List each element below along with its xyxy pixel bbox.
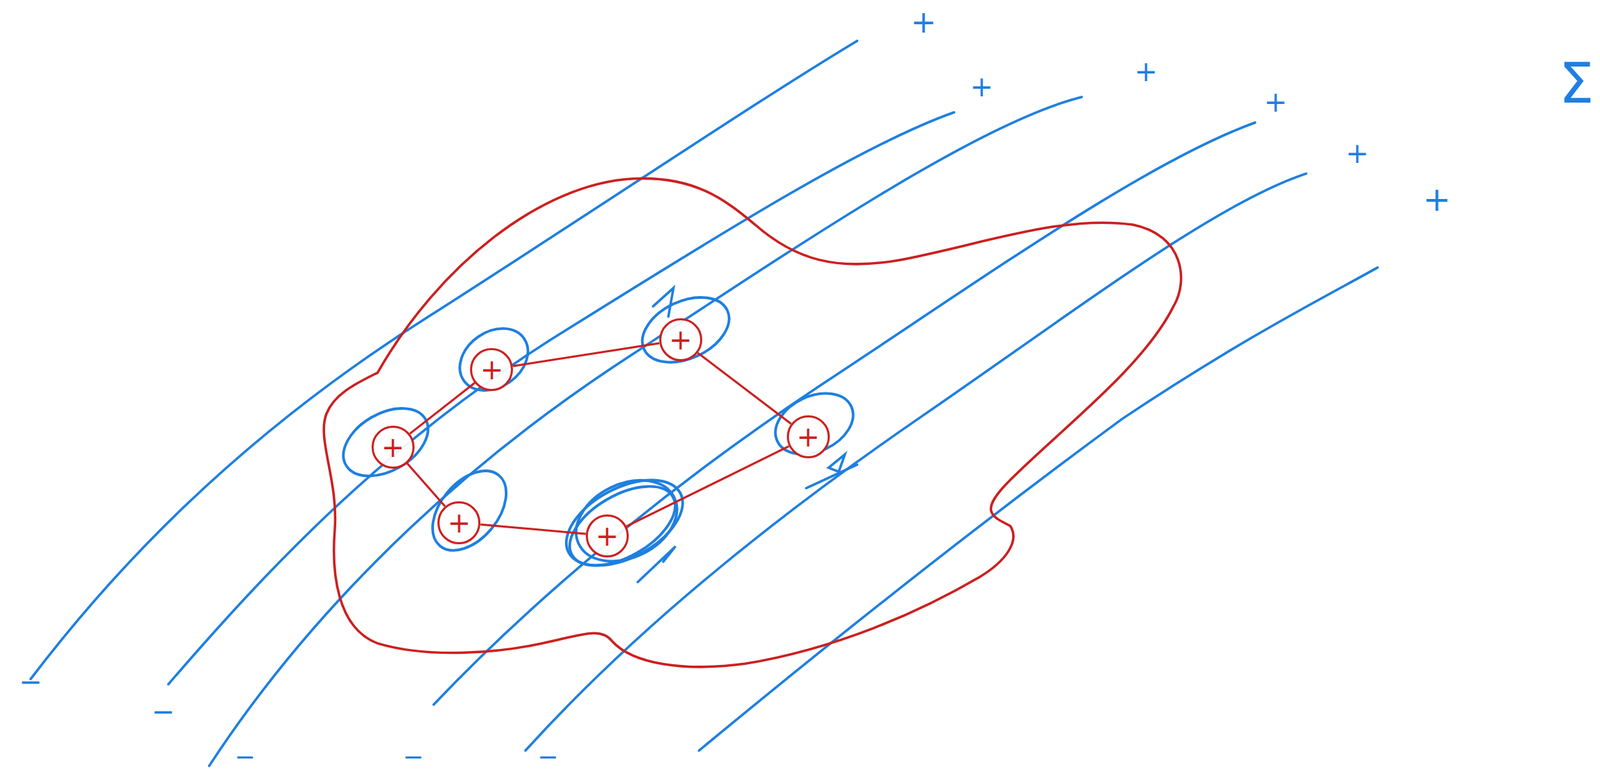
field-line: [168, 112, 954, 685]
charge-circle: +: [470, 348, 513, 391]
charge-circle: +: [585, 514, 629, 558]
scribble-mark: [637, 546, 676, 583]
red-connector: [697, 352, 791, 424]
charge-circle: +: [659, 318, 703, 362]
charge-label: +: [1419, 182, 1454, 216]
connector-line: [480, 524, 586, 534]
scribble-mark: [653, 287, 674, 317]
charge-label: +: [967, 72, 997, 101]
scribble-mark: [828, 454, 846, 472]
connector-line: [512, 343, 660, 367]
field-loop: [447, 315, 540, 403]
field-line: [209, 97, 1083, 767]
charge-sign: +: [668, 325, 693, 354]
charge-label: +: [1342, 139, 1372, 168]
charge-sign: +: [381, 433, 405, 462]
field-line: [698, 267, 1378, 751]
charge-label: +: [1261, 88, 1291, 116]
field-loop: [562, 464, 691, 577]
charge-circle: +: [371, 425, 415, 469]
charge-sign: +: [447, 508, 472, 537]
charge-label: +: [1131, 57, 1161, 86]
charge-sign: +: [480, 355, 504, 384]
connector-line: [626, 446, 789, 527]
charge-circle: +: [786, 415, 830, 459]
charge-label: −: [534, 744, 561, 770]
charge-label: −: [231, 744, 258, 770]
field-loop: [765, 381, 863, 466]
red-connector: [480, 524, 586, 534]
field-loop: [418, 456, 521, 565]
charge-circle: +: [437, 501, 481, 545]
field-loop: [331, 394, 440, 491]
charge-label: −: [15, 667, 46, 696]
red-connector: [512, 343, 660, 367]
field-line: [525, 173, 1307, 751]
charge-sign: +: [595, 522, 620, 550]
connector-line: [409, 382, 475, 434]
charge-label: −: [149, 697, 179, 726]
red-connector: [406, 463, 446, 507]
charge-label: +: [908, 6, 940, 38]
sum-symbol: Σ: [1556, 56, 1598, 112]
field-loop: [552, 462, 697, 584]
field-loop: [632, 284, 740, 376]
red-connector: [409, 382, 475, 434]
field-line: [30, 40, 857, 680]
charge-label: −: [400, 744, 427, 770]
charge-sign: +: [796, 422, 821, 451]
connector-line: [406, 463, 446, 507]
red-connector: [626, 446, 789, 527]
scribble-mark: [806, 464, 858, 489]
connector-line: [697, 352, 791, 424]
region-outline: [323, 178, 1182, 667]
